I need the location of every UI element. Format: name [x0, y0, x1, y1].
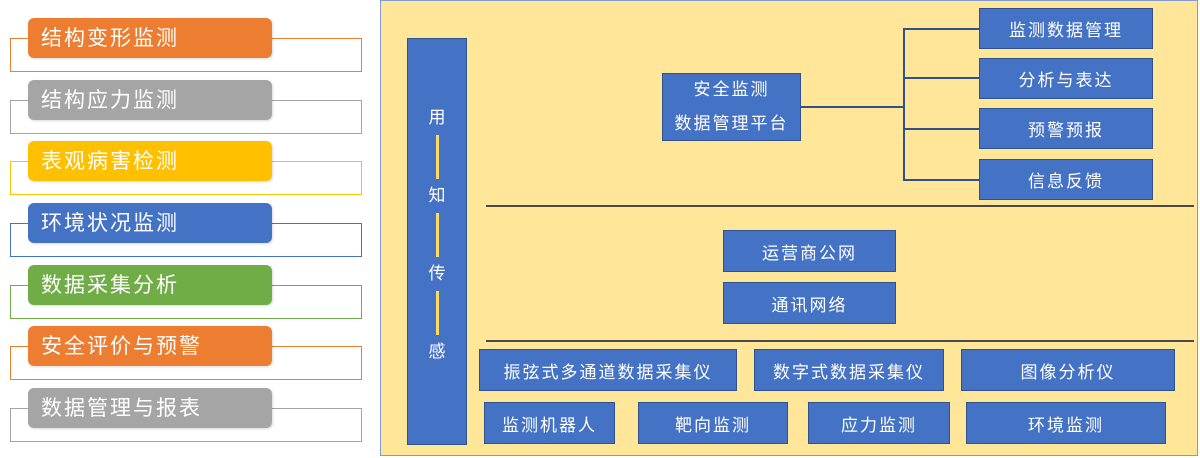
network-public-carrier[interactable]: 运营商公网 [723, 230, 896, 272]
output-early-warning[interactable]: 预警预报 [979, 108, 1153, 149]
category-label[interactable]: 数据采集分析 [28, 265, 272, 305]
vertical-connector [435, 135, 439, 179]
category-item-deformation: 结构变形监测 [0, 18, 380, 74]
instrument-environment-monitoring[interactable]: 环境监测 [966, 402, 1166, 444]
layer-separator [486, 205, 1194, 207]
category-label[interactable]: 表观病害检测 [28, 141, 272, 181]
category-label[interactable]: 结构应力监测 [28, 80, 272, 120]
category-item-environment: 环境状况监测 [0, 203, 380, 259]
vertical-char: 传 [428, 264, 446, 284]
connector-line [800, 106, 904, 108]
instrument-digital-logger[interactable]: 数字式数据采集仪 [754, 349, 944, 391]
sensing-vertical-bar: 用 知 传 感 [407, 38, 467, 445]
category-item-data-reports: 数据管理与报表 [0, 388, 380, 444]
category-label[interactable]: 环境状况监测 [28, 203, 272, 243]
instrument-image-analyzer[interactable]: 图像分析仪 [961, 349, 1175, 391]
category-label[interactable]: 安全评价与预警 [28, 326, 272, 366]
category-label[interactable]: 结构变形监测 [28, 18, 272, 58]
vertical-char: 感 [428, 342, 446, 362]
category-item-stress: 结构应力监测 [0, 80, 380, 136]
category-label[interactable]: 数据管理与报表 [28, 388, 272, 428]
architecture-panel: 用 知 传 感 安全监测 数据管理平台 监测数据管理 分析与表达 预警预报 信息… [380, 0, 1198, 456]
instrument-monitoring-robot[interactable]: 监测机器人 [484, 402, 615, 444]
platform-box[interactable]: 安全监测 数据管理平台 [662, 73, 801, 141]
instrument-stress-monitoring[interactable]: 应力监测 [808, 402, 950, 444]
instrument-vibrating-wire-logger[interactable]: 振弦式多通道数据采集仪 [479, 349, 737, 391]
layer-separator [486, 340, 1194, 342]
connector-branch [903, 179, 979, 181]
vertical-connector [435, 213, 439, 257]
platform-title-line2: 数据管理平台 [674, 114, 789, 134]
vertical-connector [435, 291, 439, 335]
instrument-target-monitoring[interactable]: 靶向监测 [638, 402, 788, 444]
vertical-char: 知 [428, 186, 446, 206]
category-item-safety-warning: 安全评价与预警 [0, 326, 380, 382]
output-info-feedback[interactable]: 信息反馈 [979, 159, 1153, 200]
connector-trunk [903, 28, 905, 181]
category-item-data-analysis: 数据采集分析 [0, 265, 380, 321]
network-communication[interactable]: 通讯网络 [723, 282, 896, 324]
vertical-char: 用 [428, 108, 446, 128]
connector-branch [903, 28, 979, 30]
output-analysis-expression[interactable]: 分析与表达 [979, 58, 1153, 99]
connector-branch [903, 128, 979, 130]
platform-title-line1: 安全监测 [693, 80, 770, 100]
category-item-surface-defect: 表观病害检测 [0, 141, 380, 197]
connector-branch [903, 77, 979, 79]
output-monitoring-data-management[interactable]: 监测数据管理 [979, 8, 1153, 49]
